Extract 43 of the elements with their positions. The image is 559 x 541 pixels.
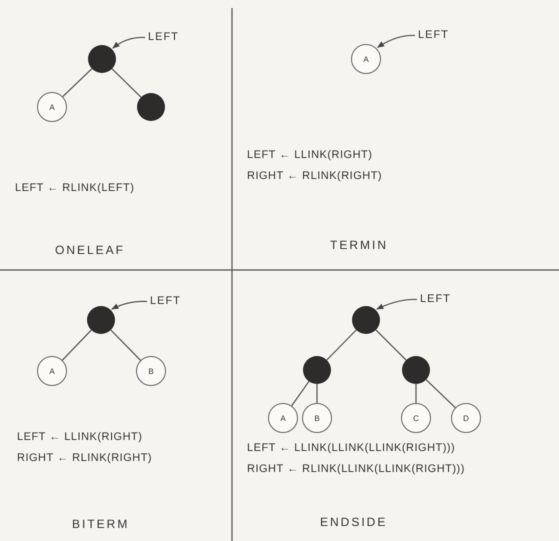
- tree-edge: [426, 379, 456, 408]
- tree-edge: [375, 329, 407, 361]
- panel-title: ENDSIDE: [320, 516, 388, 529]
- panel-title: TERMIN: [330, 239, 388, 252]
- leaf-node-circle: B: [136, 356, 166, 386]
- tree-edge: [112, 68, 142, 98]
- leader-arrow: [377, 34, 416, 48]
- filled-node-circle: [88, 45, 116, 73]
- leaf-node-circle: C: [401, 403, 431, 433]
- assignment-statement: LEFT ← LLINK(RIGHT): [17, 431, 142, 444]
- filled-node-circle: [137, 93, 165, 121]
- pointer-label: LEFT: [148, 31, 179, 44]
- tree-edge: [326, 330, 357, 360]
- assignment-statement: RIGHT ← RLINK(RIGHT): [247, 170, 382, 183]
- assignment-statement: RIGHT ← RLINK(RIGHT): [17, 452, 152, 465]
- pointer-label: LEFT: [150, 295, 181, 308]
- leader-arrow: [111, 300, 148, 310]
- tree-edge: [110, 330, 141, 361]
- filled-node-circle: [87, 306, 115, 334]
- pointer-label: LEFT: [420, 293, 451, 306]
- assignment-statement: LEFT ← LLINK(RIGHT): [247, 149, 372, 162]
- tree-edge: [62, 68, 92, 98]
- leaf-node-circle: A: [37, 92, 67, 122]
- leaf-node-circle: A: [351, 44, 381, 74]
- leaf-node-circle: A: [268, 403, 298, 433]
- pointer-label: LEFT: [418, 29, 449, 42]
- leader-arrow: [376, 298, 418, 310]
- leaf-node-circle: D: [451, 403, 481, 433]
- leaf-node-circle: B: [302, 403, 332, 433]
- leaf-node-circle: A: [37, 356, 67, 386]
- assignment-statement: LEFT ← LLINK(LLINK(LLINK(RIGHT))): [247, 442, 456, 455]
- tree-edge: [316, 384, 318, 403]
- tree-edge: [62, 330, 92, 361]
- tree-edge: [415, 384, 417, 403]
- assignment-statement: LEFT ← RLINK(LEFT): [15, 182, 134, 195]
- panel-title: ONELEAF: [55, 244, 126, 257]
- leader-arrow: [112, 36, 146, 49]
- filled-node-circle: [303, 356, 331, 384]
- filled-node-circle: [402, 356, 430, 384]
- tree-edge: [291, 381, 310, 406]
- panel-title: BITERM: [72, 518, 130, 531]
- filled-node-circle: [352, 306, 380, 334]
- assignment-statement: RIGHT ← RLINK(LLINK(LLINK(RIGHT))): [247, 463, 465, 476]
